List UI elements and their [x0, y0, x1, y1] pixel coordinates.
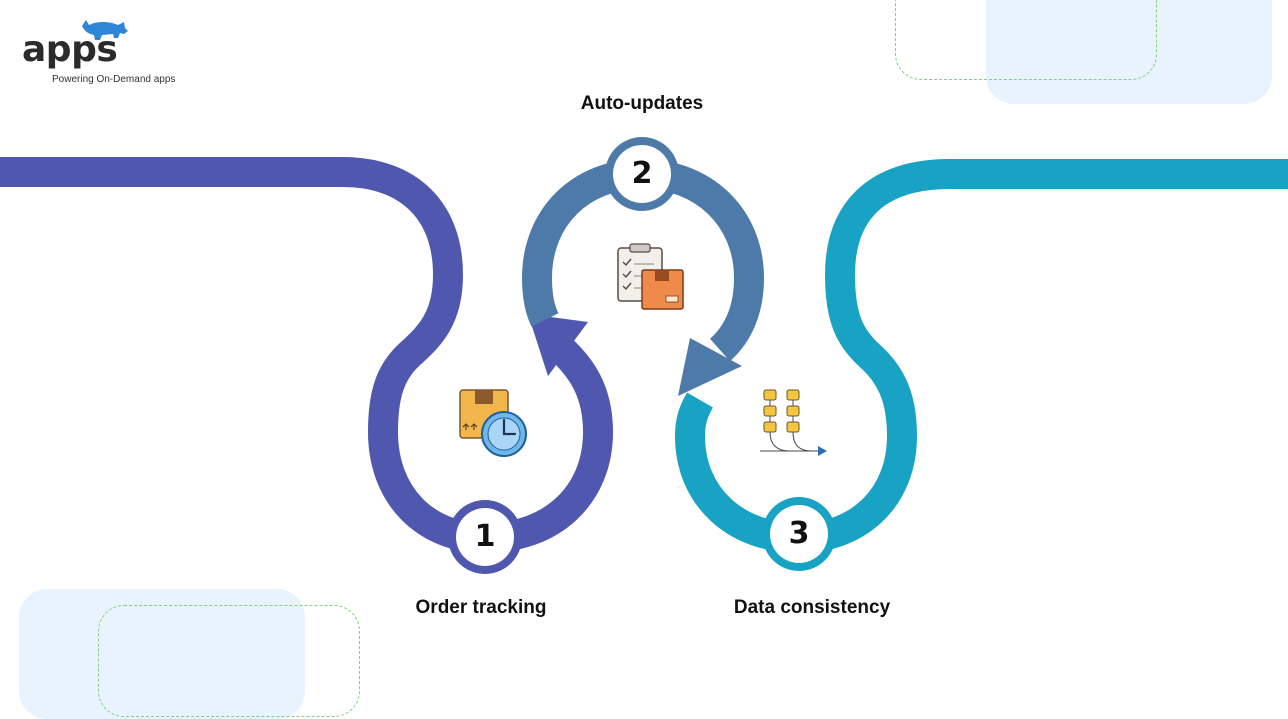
step2-loop: [521, 159, 765, 396]
step1-track: [0, 157, 486, 553]
step2-badge: [605, 137, 679, 211]
decor-box-top-right: [986, 0, 1272, 104]
clipboard-package-icon: [617, 243, 684, 310]
process-diagram: [0, 137, 1288, 574]
step2-arc-left: [521, 159, 643, 327]
step2-arrowhead: [678, 338, 742, 396]
step1-badge: [448, 500, 522, 574]
step2-arc-right: [641, 159, 765, 362]
step2-number: 2: [631, 156, 653, 191]
step2-label: Auto-updates: [580, 93, 704, 114]
step3-badge: [762, 497, 836, 571]
step3-loop: [674, 159, 1288, 554]
brand-tagline: Powering On-Demand apps: [52, 74, 176, 85]
step1-loop: [0, 157, 614, 553]
rhino-icon: [82, 20, 128, 40]
step3-track: [674, 159, 1288, 554]
step1-arrowhead: [528, 314, 588, 376]
decor-dashed-top-right: [895, 0, 1157, 80]
data-flow-icon: [760, 389, 827, 456]
step1-label: Order tracking: [415, 597, 547, 618]
step3-number: 3: [788, 516, 810, 551]
brand-name: apps: [22, 29, 118, 70]
step1-number: 1: [474, 519, 496, 554]
package-clock-icon: [459, 389, 527, 457]
step1-arc: [484, 336, 614, 553]
brand-logo[interactable]: apps Powering On-Demand apps: [22, 18, 212, 88]
step3-label: Data consistency: [733, 597, 891, 618]
